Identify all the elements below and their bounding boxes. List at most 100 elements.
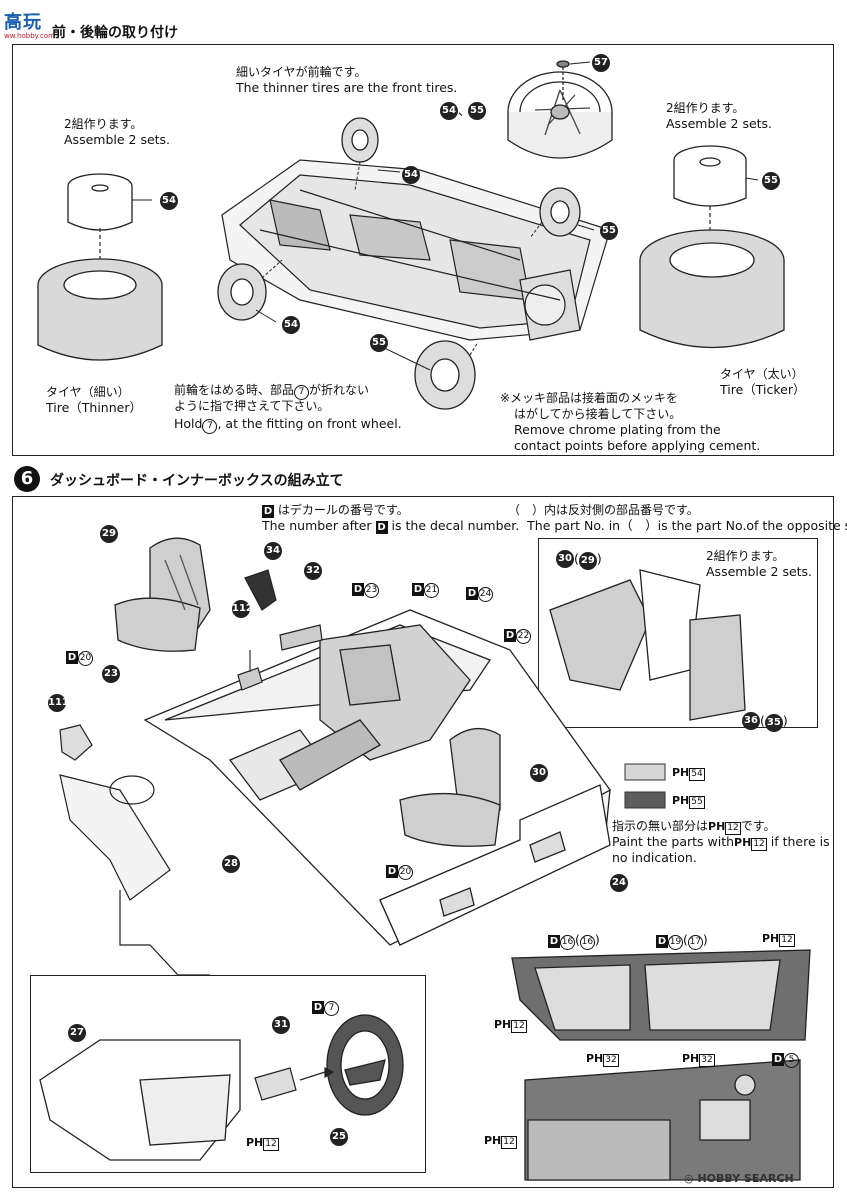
- part-25: 25: [330, 1128, 348, 1146]
- part-55-top: 55: [468, 102, 486, 120]
- right-rim-illustration: [673, 145, 747, 207]
- part-28: 28: [222, 855, 240, 873]
- footer-watermark: ◎ HOBBY SEARCH: [684, 1172, 794, 1185]
- decal-num-opp: 16: [579, 935, 595, 950]
- front-tire-note-en: The thinner tires are the front tires.: [236, 80, 458, 95]
- ph-num: 32: [699, 1054, 715, 1067]
- part-35-paren: (35): [760, 713, 788, 732]
- hold-part-circle-en: 7: [202, 419, 218, 434]
- chassis-tires: [217, 117, 581, 410]
- ph-label: PH: [682, 1052, 700, 1065]
- right-assemble-en: Assemble 2 sets.: [666, 116, 773, 131]
- decal-tag: D: [352, 583, 364, 596]
- chrome-note-jp-2: はがしてから接着して下さい。: [514, 407, 682, 421]
- decal-tag: D: [412, 583, 424, 596]
- decal-num: 21: [424, 583, 439, 598]
- part-23: 23: [102, 665, 120, 683]
- paint-light-num: 54: [689, 768, 705, 781]
- part-55-rear: 55: [600, 222, 618, 240]
- decal-tag: D: [548, 935, 560, 948]
- decal-note-en-part2: is the decal number.: [391, 518, 520, 533]
- right-tire-illustration: [639, 229, 785, 349]
- brand-logo-text: 高玩: [4, 12, 42, 33]
- ph-num: 12: [263, 1138, 279, 1151]
- part-24: 24: [610, 874, 628, 892]
- part-55-rim: 55: [762, 172, 780, 190]
- chrome-note-jp-1: ※メッキ部品は接着面のメッキを: [500, 391, 679, 405]
- tire-thick-jp: タイヤ（太い）: [720, 367, 804, 381]
- decal-num: 20: [78, 651, 93, 666]
- decal-num: 20: [398, 865, 413, 880]
- footer-logo-mark: ◎: [684, 1172, 694, 1185]
- ph-label: PH: [494, 1018, 512, 1031]
- left-rim-illustration: [67, 173, 133, 231]
- decal-note-en: The number after D is the decal number. …: [262, 518, 847, 534]
- brand-logo-sub: ww.hobby.com: [4, 32, 55, 40]
- decal-num: 5: [784, 1053, 799, 1068]
- decal-num: 23: [364, 583, 379, 598]
- ph-label: PH: [672, 794, 690, 807]
- decal-tag: D: [504, 629, 516, 642]
- no-indication-jp-2: です。: [740, 819, 776, 833]
- part-36: 36: [742, 712, 760, 730]
- part-112: 112: [232, 600, 253, 618]
- part-32: 32: [304, 562, 322, 580]
- part-54-top: 54: [440, 102, 458, 120]
- decal-num: 7: [324, 1001, 339, 1016]
- paint-dark-num: 55: [689, 796, 705, 809]
- hold-note-en-part1: Hold: [174, 416, 203, 431]
- tire-thick-en: Tire（Ticker）: [720, 382, 806, 397]
- ph-num: 12: [779, 934, 795, 947]
- decal-tag: D: [386, 865, 398, 878]
- decal-tag: D: [466, 587, 478, 600]
- decal-note-jp: D はデカールの番号です。: [262, 502, 409, 518]
- decal-tag: D: [656, 935, 668, 948]
- part-30: 30: [530, 764, 548, 782]
- part-55-rear-b: 55: [370, 334, 388, 352]
- no-indication-jp-1: 指示の無い部分は: [612, 819, 709, 833]
- hold-note-jp-part2: が折れない: [309, 383, 370, 397]
- ph-default-num: 12: [725, 822, 741, 835]
- hold-note-en-part2: , at the fitting on front wheel.: [217, 416, 402, 431]
- decal-tag-en: D: [375, 521, 388, 534]
- seat-assemble-jp: 2組作ります。: [706, 549, 785, 563]
- decal-tag-jp: D: [262, 505, 274, 518]
- left-assemble-jp: 2組作ります。: [64, 117, 143, 131]
- right-assemble-jp: 2組作ります。: [666, 101, 745, 115]
- decal-num: 22: [516, 629, 531, 644]
- seat-29-illustration: [114, 537, 211, 652]
- no-indication-en-2: if there is: [770, 834, 830, 849]
- brand-logo: 高玩 ww.hobby.com: [4, 8, 68, 44]
- ph-label: PH: [246, 1136, 264, 1149]
- part-54-front: 54: [402, 166, 420, 184]
- part-separator: 、: [458, 103, 471, 118]
- part-57: 57: [592, 54, 610, 72]
- tire-thin-en: Tire（Thinner）: [46, 400, 142, 415]
- decal-tag: D: [312, 1001, 324, 1014]
- step6-badge: 6: [14, 466, 40, 492]
- part-111: 111: [48, 694, 69, 712]
- chrome-note-en-2: contact points before applying cement.: [514, 438, 761, 453]
- door-trim-illustration: [511, 949, 811, 1041]
- no-indication-en-1: Paint the parts with: [612, 834, 735, 849]
